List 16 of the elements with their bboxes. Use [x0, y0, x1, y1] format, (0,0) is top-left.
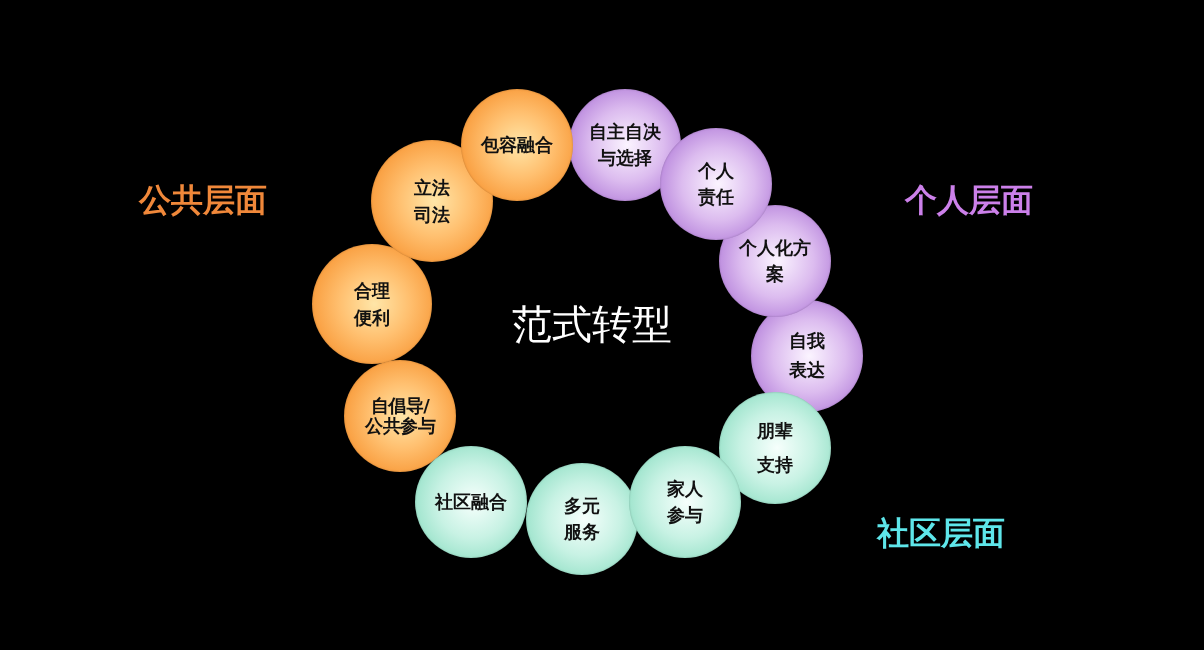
- node-label: 个人责任: [698, 158, 734, 209]
- section-heading: 个人层面: [905, 180, 1033, 221]
- node-label: 包容融合: [481, 132, 553, 157]
- section-heading: 公共层面: [139, 180, 267, 221]
- center-title: 范式转型: [512, 299, 672, 349]
- node-label: 合理便利: [354, 279, 390, 330]
- node-label: 个人化方案: [739, 235, 811, 286]
- section-heading: 社区层面: [877, 513, 1005, 554]
- node-label: 自倡导/公共参与: [364, 396, 437, 436]
- node-label: 多元服务: [564, 493, 600, 544]
- node-label: 家人参与: [667, 476, 703, 527]
- node-label: 朋辈支持: [757, 418, 793, 477]
- node-label: 立法司法: [414, 176, 450, 227]
- node-label: 自主自决与选择: [589, 119, 661, 170]
- node-label: 社区融合: [435, 489, 507, 514]
- node-label: 自我表达: [789, 329, 825, 382]
